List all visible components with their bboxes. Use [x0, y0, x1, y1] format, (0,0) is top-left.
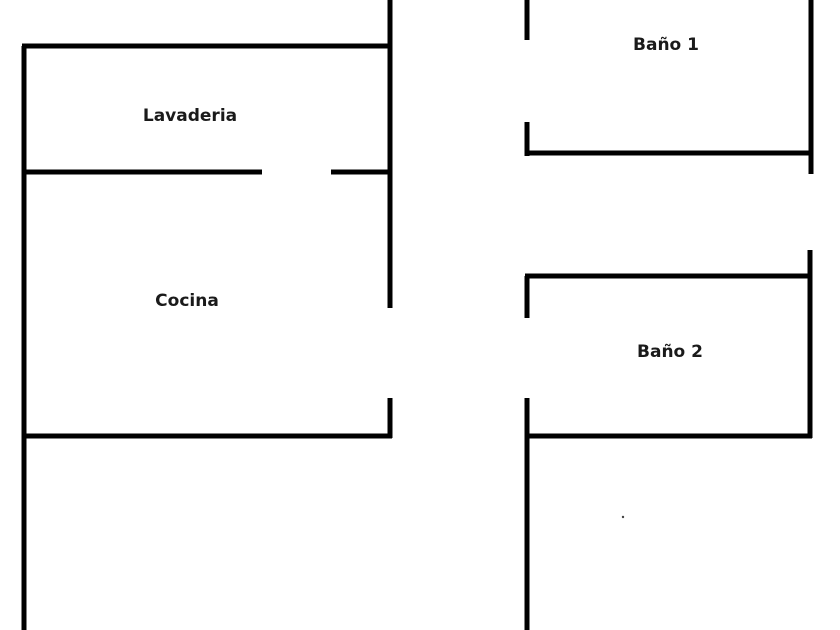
ink-speck — [621, 515, 625, 519]
walls — [21, 0, 814, 630]
room-label-bano-1: Baño 1 — [633, 35, 699, 55]
room-label-bano-2: Baño 2 — [637, 342, 703, 362]
room-labels: Lavaderia Cocina Baño 1 Baño 2 — [143, 35, 703, 362]
room-label-cocina: Cocina — [155, 291, 219, 311]
room-label-lavaderia: Lavaderia — [143, 106, 237, 126]
